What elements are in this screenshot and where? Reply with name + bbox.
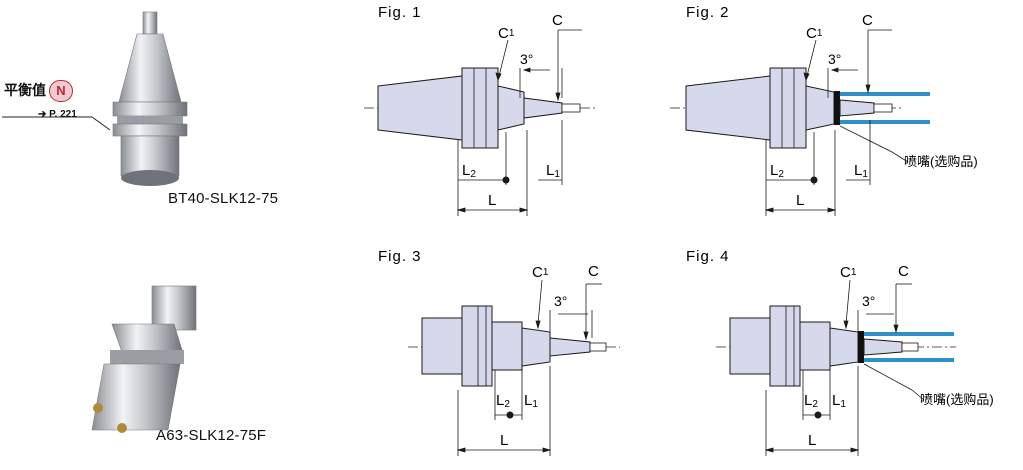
dimension-label: L	[462, 162, 470, 179]
dimension-label: L1	[832, 392, 846, 410]
dimension-label: L2	[804, 392, 818, 410]
dimension-label: 1	[509, 28, 515, 39]
arrow-circle-icon: ➔	[38, 109, 50, 120]
dimension-label: Fig. 4	[686, 248, 730, 265]
dimension-label: Fig. 3	[378, 248, 422, 265]
dimension-label: 1	[554, 169, 560, 180]
dimension-label: L	[546, 162, 554, 179]
dimension-label: 1	[840, 399, 846, 410]
dimension-label: L	[804, 392, 812, 409]
dimension-label: L	[488, 192, 496, 209]
bt40-holder-image	[112, 11, 188, 186]
dimension-label: C	[532, 264, 543, 281]
dimension-label: L	[808, 432, 816, 449]
dimension-label: 1	[532, 399, 538, 410]
dimension-label: L1	[524, 392, 538, 410]
dimension-label: 3°	[862, 293, 875, 309]
figure-4: Fig. 4 C1 C 3° L2 L1 L 喷嘴(选购品)	[686, 248, 994, 456]
n-badge: N	[49, 80, 73, 103]
dimension-label: C	[898, 263, 909, 280]
dimension-label: L	[524, 392, 532, 409]
a63-holder-image	[91, 285, 197, 433]
figure-1: Fig. 1 C1 C 3° L2 L1 L	[364, 4, 598, 216]
dimension-label: 1	[817, 28, 823, 39]
dimension-label: Fig. 2	[686, 4, 730, 21]
figure-title: Fig. 1	[378, 4, 422, 21]
dimension-label: 3°	[520, 51, 533, 67]
dimension-label: C	[862, 12, 873, 29]
dimension-label: L	[770, 162, 778, 179]
figure-3: Fig. 3 C1 C 3° L2 L1 L	[378, 248, 620, 456]
balance-text: 平衡值	[4, 82, 46, 98]
dimension-label: L1	[546, 162, 560, 180]
dimension-label: C	[552, 12, 563, 29]
dimension-label: L	[796, 192, 804, 209]
dimension-label: 2	[470, 169, 476, 180]
dimension-label: 2	[504, 399, 510, 410]
product-model-bt40: BT40-SLK12-75	[168, 190, 279, 207]
dimension-label: 2	[778, 169, 784, 180]
dimension-label: 1	[862, 169, 868, 180]
page-reference[interactable]: ➔ P. 221	[38, 109, 77, 120]
dimension-label: L	[500, 432, 508, 449]
dimension-label: C	[498, 25, 509, 42]
dimension-label: L1	[854, 162, 868, 180]
dimension-label: C1	[840, 264, 857, 281]
dimension-label: L	[832, 392, 840, 409]
dimension-label: L2	[496, 392, 510, 410]
dimension-label: C	[806, 25, 817, 42]
datum-point	[502, 176, 510, 184]
product-model-a63: A63-SLK12-75F	[156, 427, 267, 444]
dimension-label: C	[840, 264, 851, 281]
dimension-label: 1	[851, 267, 857, 278]
page-ref-text: P. 221	[49, 109, 77, 120]
dimension-label: C1	[498, 25, 515, 42]
dimension-label: L	[496, 392, 504, 409]
leader-line	[2, 116, 111, 131]
dimension-label: C1	[532, 264, 549, 281]
dimension-label: 1	[543, 267, 549, 278]
dimension-label: 3°	[828, 51, 841, 67]
dimension-label: C	[588, 263, 599, 280]
dimension-label: L	[854, 162, 862, 179]
dimension-label: L2	[462, 162, 476, 180]
dimension-label: L2	[770, 162, 784, 180]
dimension-label: 2	[812, 399, 818, 410]
dimension-label: 3°	[554, 293, 567, 309]
dimension-label: C1	[806, 25, 823, 42]
dimension-label: 喷嘴(选购品)	[920, 392, 994, 407]
nozzle-label: 喷嘴(选购品)	[904, 154, 978, 169]
figure-2: Fig. 2 C1 C 3° L2 L1 L 喷嘴(选购品)	[670, 4, 978, 216]
